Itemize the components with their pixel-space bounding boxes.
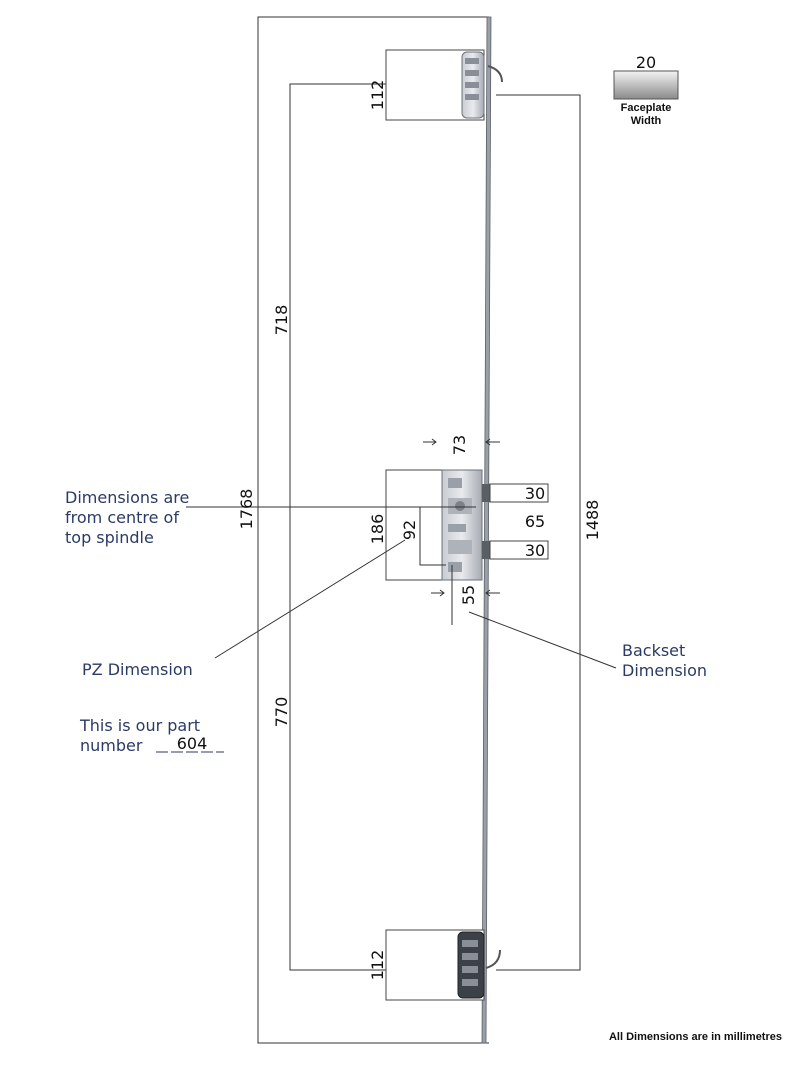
- pz-bracket: [419, 507, 446, 566]
- dim-backset: 55: [459, 585, 478, 605]
- pz-leader: [214, 539, 406, 659]
- right-frame: [496, 94, 581, 971]
- dim-pz: 92: [400, 520, 419, 540]
- latch-bolt: [482, 484, 490, 502]
- dim-latch: 30: [525, 484, 545, 503]
- dim-case-height: 186: [368, 514, 387, 545]
- dim-bottom-keep: 112: [368, 950, 387, 981]
- dim-bottom-to-spindle: 770: [272, 697, 291, 728]
- pz-note: PZ Dimension: [82, 660, 193, 679]
- dim-faceplate: 20: [636, 53, 656, 72]
- bottom-keep-hook: [457, 931, 501, 999]
- dim-top-to-spindle: 718: [272, 305, 291, 336]
- dim-gap: 65: [525, 512, 545, 531]
- arrow-55-right: [485, 589, 500, 597]
- faceplate-bar: [481, 16, 492, 1044]
- top-keep-hook: [461, 51, 503, 119]
- latch-box: [489, 483, 549, 503]
- backset-note-2: Dimension: [622, 661, 707, 680]
- backset-leader: [468, 611, 617, 669]
- backset-note-1: Backset: [622, 641, 685, 660]
- deadbolt-box: [489, 540, 549, 560]
- part-number: 604: [177, 734, 208, 753]
- overall-frame: [257, 16, 489, 1044]
- arrow-73-left: [423, 438, 437, 446]
- dim-top-keep: 112: [368, 80, 387, 111]
- dim-deadbolt: 30: [525, 541, 545, 560]
- spindle-note-2: from centre of: [65, 508, 179, 527]
- dim-backset-top: 73: [450, 435, 469, 455]
- dim-outer-span: 1488: [583, 500, 602, 541]
- centre-lock-body: [441, 469, 483, 581]
- arrow-73-right: [485, 438, 500, 446]
- part-note-1: This is our part: [79, 716, 200, 735]
- units-footer: All Dimensions are in millimetres: [609, 1031, 782, 1043]
- faceplate-sample: [613, 70, 679, 100]
- part-note-prefix: number: [80, 736, 143, 755]
- inner-left-frame: [289, 83, 386, 971]
- arrow-55-left: [431, 589, 445, 597]
- dim-overall: 1768: [237, 489, 256, 530]
- faceplate-caption-2: Width: [631, 115, 662, 127]
- deadbolt-bolt: [482, 541, 490, 559]
- spindle-note-1: Dimensions are: [65, 488, 189, 507]
- faceplate-caption-1: Faceplate: [621, 102, 672, 114]
- spindle-note-3: top spindle: [65, 528, 154, 547]
